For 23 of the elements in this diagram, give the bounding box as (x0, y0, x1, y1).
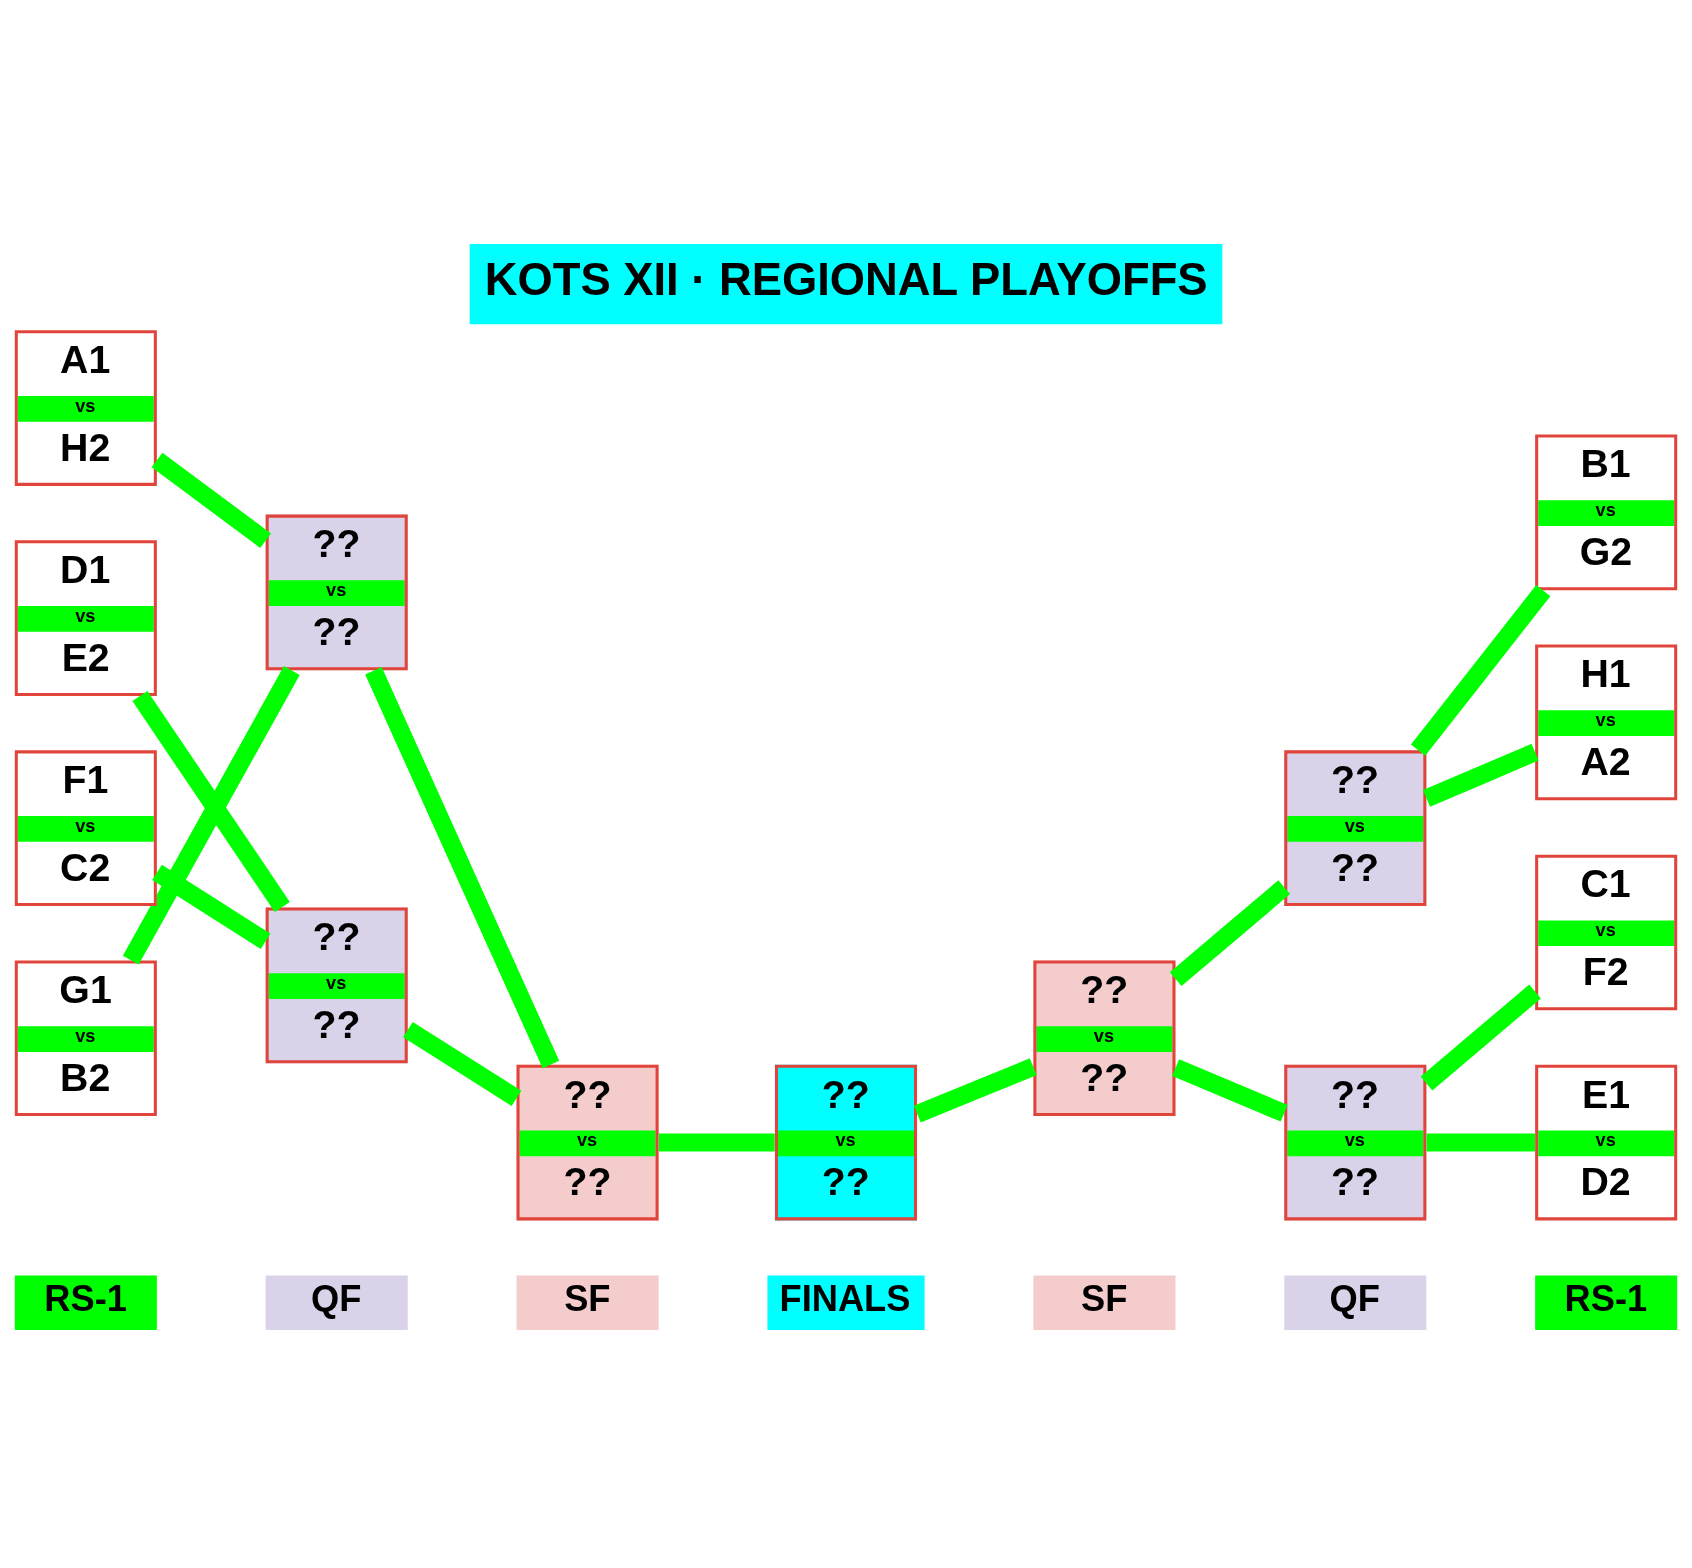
label: FINALS (779, 1277, 911, 1319)
connector (151, 452, 271, 548)
label: SF (564, 1277, 611, 1319)
connector (122, 666, 300, 965)
label: QF (311, 1277, 362, 1319)
node-text: F1 vs C2 (60, 757, 111, 889)
label: RS-1 (44, 1277, 127, 1319)
connector (1410, 585, 1551, 756)
label: SF (1081, 1277, 1128, 1319)
connector (152, 864, 271, 949)
connector (1172, 1059, 1288, 1122)
connector (365, 666, 560, 1069)
label: RS-1 (1564, 1277, 1648, 1319)
connector (403, 1021, 522, 1107)
diagram-title: KOTS XII · REGIONAL PLAYOFFS (484, 253, 1208, 305)
connector (658, 1133, 775, 1152)
connector (1420, 984, 1541, 1091)
connector (1169, 880, 1291, 987)
connector (1422, 743, 1539, 807)
label: QF (1329, 1277, 1380, 1319)
connector (1426, 1133, 1536, 1152)
connector (132, 690, 290, 913)
connector (913, 1058, 1037, 1123)
